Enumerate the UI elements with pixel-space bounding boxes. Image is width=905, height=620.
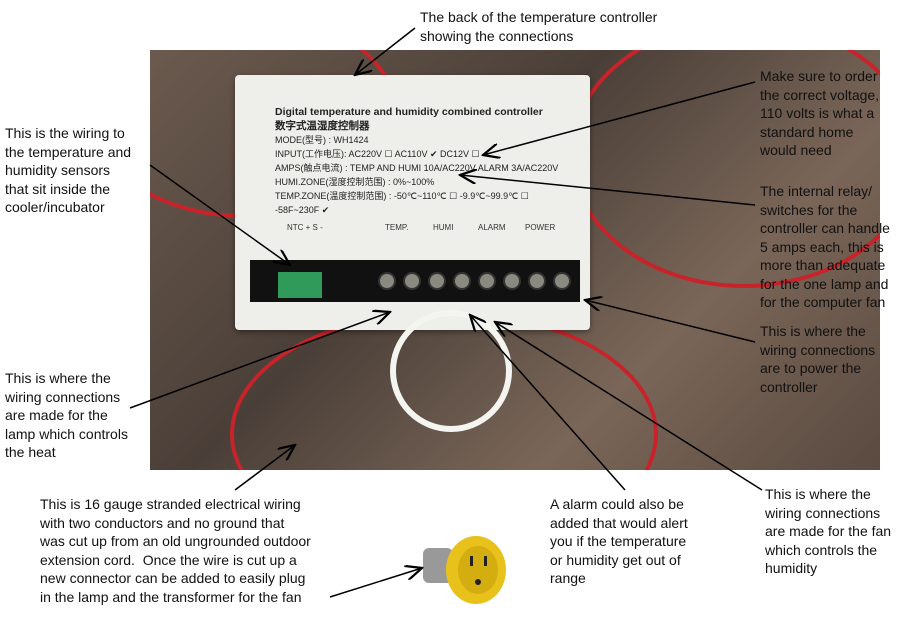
arrow: [495, 322, 763, 491]
arrow: [329, 568, 422, 598]
white-wire: [390, 310, 512, 432]
connector-photo: [423, 536, 506, 604]
annotation-alarm: A alarm could also be added that would a…: [550, 496, 688, 586]
device-amps: AMPS(触点电流) : TEMP AND HUMI 10A/AC220V AL…: [275, 163, 559, 173]
arrow: [149, 164, 290, 265]
annotation-power: This is where the wiring connections are…: [760, 323, 876, 395]
arrow: [234, 445, 295, 491]
annotation-lamp-wiring: This is where the wiring connections are…: [5, 370, 128, 460]
device-model: MODE(型号) : WH1424: [275, 135, 369, 145]
arrow: [585, 300, 756, 343]
relay-label: HUMI: [433, 223, 454, 232]
arrow: [355, 27, 416, 75]
arrow: [460, 175, 756, 206]
relay-label: ALARM: [478, 223, 506, 232]
device-temp-zone: TEMP.ZONE(温度控制范围) : -50℃~110℃ ☐ -9.9℃~99…: [275, 191, 529, 215]
relay-label: TEMP.: [385, 223, 409, 232]
annotation-gauge-wire: This is 16 gauge stranded electrical wir…: [40, 496, 311, 605]
annotation-relay: The internal relay/ switches for the con…: [760, 183, 890, 310]
arrow: [470, 315, 626, 491]
annotation-voltage: Make sure to order the correct voltage, …: [760, 68, 880, 158]
device-label: Digital temperature and humidity combine…: [275, 105, 575, 217]
annotation-top: The back of the temperature controller s…: [420, 9, 658, 44]
device-humi-zone: HUMI.ZONE(湿度控制范围) : 0%~100%: [275, 177, 435, 187]
sensor-terminal-block: [278, 272, 322, 298]
device-input: INPUT(工作电压): AC220V ☐ AC110V ✔ DC12V ☐: [275, 149, 480, 159]
relay-label: POWER: [525, 223, 556, 232]
relay-label: NTC + S -: [287, 223, 323, 232]
device-title: Digital temperature and humidity combine…: [275, 106, 543, 118]
annotation-fan-wiring: This is where the wiring connections are…: [765, 486, 892, 576]
arrow: [483, 81, 756, 155]
controller-photo: Digital temperature and humidity combine…: [150, 50, 880, 470]
arrow: [129, 312, 390, 409]
annotation-sensor-wiring: This is the wiring to the temperature an…: [5, 125, 132, 215]
device-title-cn: 数字式温湿度控制器: [275, 120, 370, 132]
